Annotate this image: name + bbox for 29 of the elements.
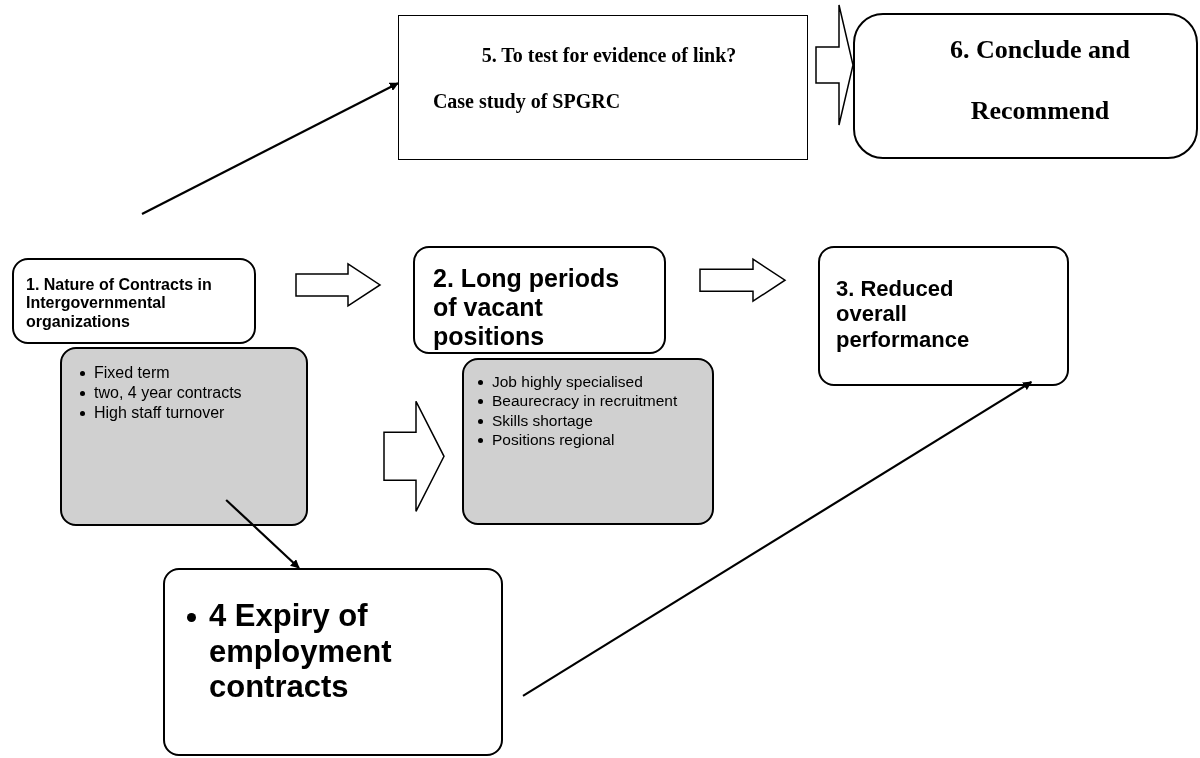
bullet-item: Beaurecracy in recruitment	[492, 392, 678, 410]
arrow	[225, 499, 300, 569]
process-box	[413, 246, 666, 354]
process-box	[398, 15, 808, 160]
bullet-item: Skills shortage	[492, 411, 593, 429]
box-heading: 4 Expiry of employment contracts	[209, 598, 393, 705]
bullet-item: Fixed term	[94, 364, 170, 381]
bullet-item: High staff turnover	[94, 404, 225, 421]
process-box	[818, 246, 1069, 386]
arrow	[141, 82, 399, 215]
box-heading: 3. Reduced overall performance	[836, 276, 971, 352]
process-box	[163, 568, 503, 756]
block-arrow	[295, 262, 382, 308]
process-box	[853, 13, 1198, 159]
block-arrow	[815, 4, 854, 126]
detail-box	[462, 358, 714, 525]
bullet-item: Positions regional	[492, 431, 615, 449]
box-heading: 6. Conclude and Recommend	[949, 34, 1131, 128]
block-arrow	[383, 400, 445, 513]
arrow	[522, 381, 1033, 697]
process-box	[12, 258, 256, 344]
box-heading: 2. Long periods of vacant positions	[433, 264, 621, 351]
block-arrow	[699, 257, 787, 303]
box-heading: 1. Nature of Contracts in Intergovernmental organizations	[26, 276, 213, 332]
box-subheading: Case study of SPGRC	[431, 90, 622, 113]
box-heading: 5. To test for evidence of link?	[480, 44, 738, 67]
bullet-item: two, 4 year contracts	[94, 384, 242, 401]
detail-box	[60, 347, 308, 526]
bullet-item: Job highly specialised	[492, 373, 643, 390]
